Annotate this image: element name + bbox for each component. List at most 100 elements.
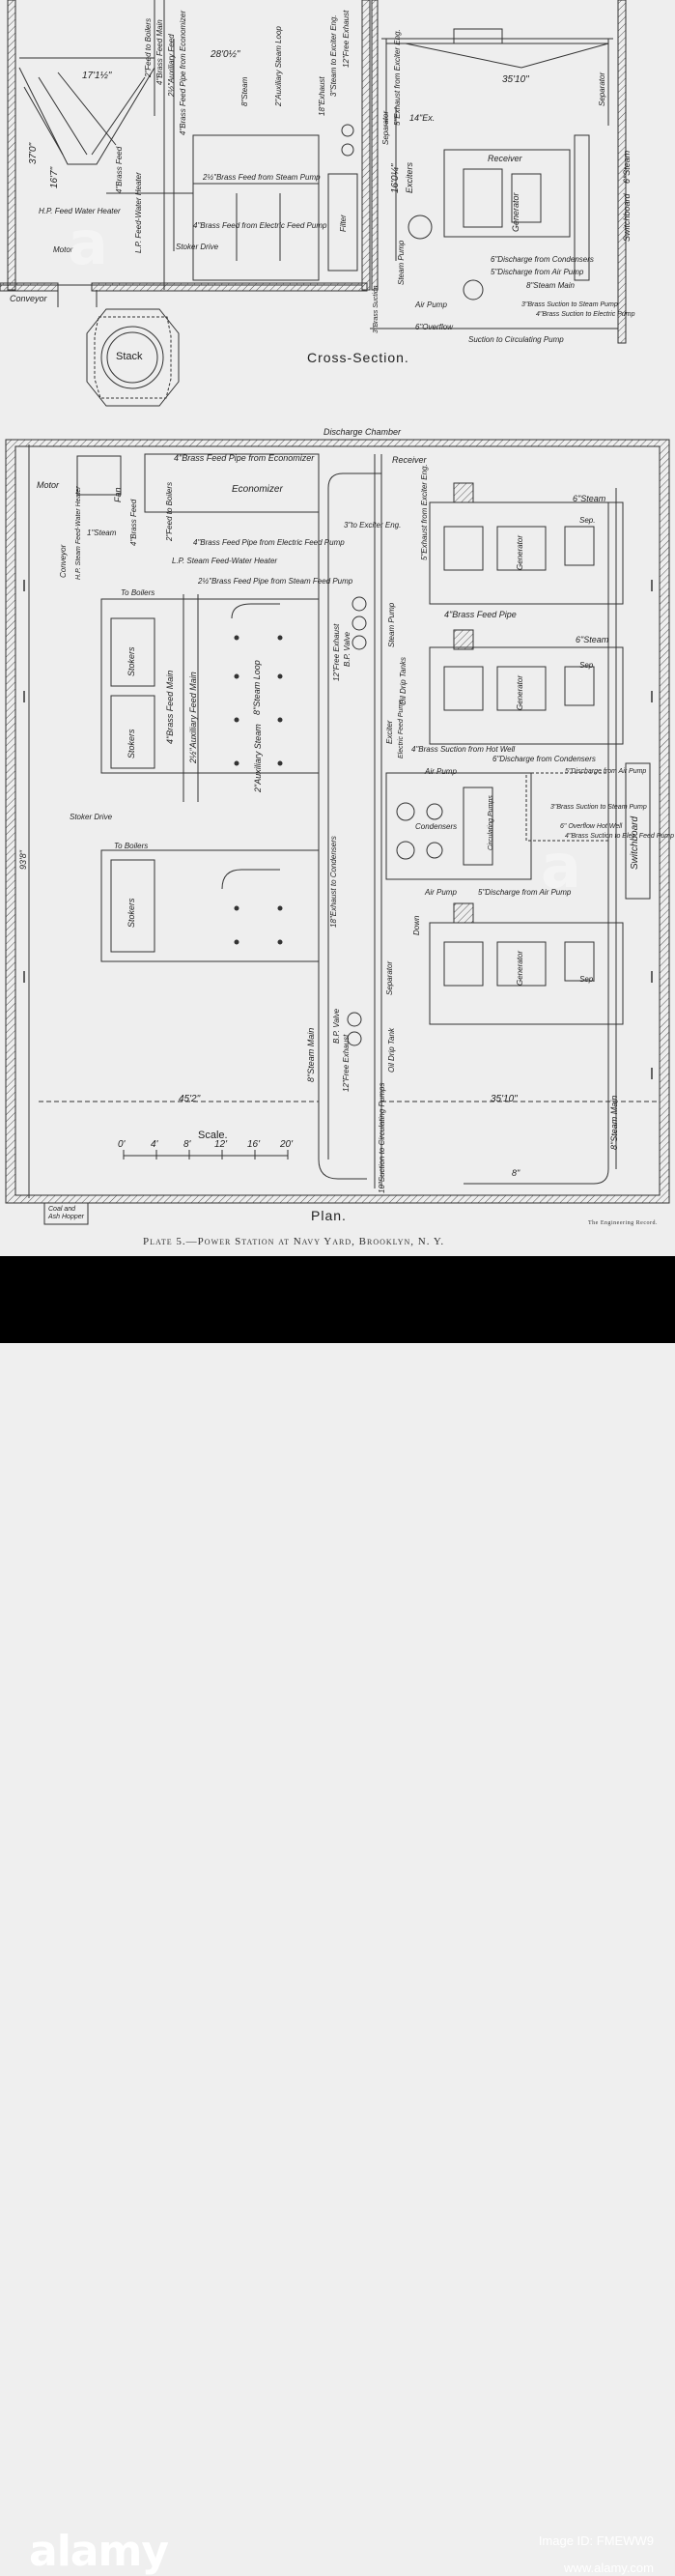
discharge-air-pump-plan-label-2: 5"Discharge from Air Pump — [478, 888, 572, 897]
brass-feed-pipe-label: 4"Brass Feed Pipe — [444, 610, 517, 619]
free-exhaust-label: 12"Free Exhaust — [342, 10, 351, 68]
dim-45-label: 45'2" — [179, 1094, 201, 1104]
exhaust-exciter-cs-label: 5"Exhaust from Exciter Eng. — [393, 29, 402, 126]
filter-label: Filter — [339, 215, 348, 232]
generator-cs-label: Generator — [511, 192, 520, 232]
feed-electric-label: 4"Brass Feed from Electric Feed Pump — [193, 221, 327, 230]
suction-elec-label: 4"Brass Suction to Elec. Feed Pump — [565, 833, 674, 840]
oil-drip-tank-label: Oil Drip Tank — [387, 1028, 396, 1073]
scale-tick-20: 20' — [280, 1139, 294, 1150]
receiver-cs-label: Receiver — [488, 154, 522, 163]
feed-electric-plan-label: 4"Brass Feed Pipe from Electric Feed Pum… — [193, 538, 345, 547]
scale-tick-0: 0' — [118, 1139, 126, 1150]
steam-exciter-label: 3"Steam to Exciter Eng. — [329, 14, 338, 97]
ex-14-label: 14"Ex. — [409, 113, 436, 123]
alamy-logo: alamy — [29, 2527, 169, 2576]
steam-pump-cs-label: Steam Pump — [397, 240, 406, 285]
generator-plan-label-2: Generator — [516, 674, 524, 710]
fan-label: Fan — [113, 487, 123, 502]
scale-tick-4: 4' — [151, 1139, 158, 1150]
conveyor-label: Conveyor — [10, 294, 47, 303]
feed-boilers-label: 2"Feed to Boilers — [144, 17, 153, 77]
cross-section-title: Cross-Section. — [307, 350, 409, 365]
aux-feed-label: 2½"Auxiliary Feed — [167, 34, 176, 97]
brass-feed-main-plan-label: 4"Brass Feed Main — [165, 670, 175, 744]
generator-plan-label-1: Generator — [516, 534, 524, 570]
steam-1-label: 1"Steam — [87, 529, 117, 537]
aux-steam-label: 2"Auxiliary Steam — [253, 724, 263, 792]
suction-circ-cs-label: Suction to Circulating Pump — [468, 335, 564, 344]
steam-8-label: 8"Steam — [240, 76, 249, 106]
steam-main-plan-label: 8"Steam Main — [306, 1027, 316, 1082]
dim-35-plan-label: 35'10" — [491, 1094, 518, 1104]
motor-plan-label: Motor — [37, 480, 60, 490]
aux-feed-plan-label: 2½"Auxiliary Feed Main — [188, 672, 198, 763]
receiver-plan-label: Receiver — [392, 455, 427, 465]
switchboard-cs-label: Switchboard — [622, 193, 632, 242]
lp-heater-label: L.P. Feed-Water Heater — [134, 172, 143, 253]
exhaust-18-label: 18"Exhaust — [318, 76, 326, 116]
linework — [0, 0, 670, 1225]
plan-title: Plan. — [311, 1208, 347, 1223]
free-exhaust-plan-label: 12"Free Exhaust — [332, 623, 341, 681]
feed-steam-pump-label: 2½"Brass Feed from Steam Pump — [203, 173, 321, 182]
conveyor-plan-label: Conveyor — [59, 544, 68, 578]
to-boilers-plan-label-2: To Boilers — [114, 842, 149, 850]
discharge-condensers-cs-label: 6"Discharge from Condensers — [491, 255, 594, 264]
economizer-label: Economizer — [232, 484, 283, 495]
stack-label: Stack — [116, 351, 143, 362]
watermark-logo-2: a — [541, 831, 581, 902]
separator-cs-right-label: Separator — [598, 72, 606, 106]
separator-cs-label: Separator — [381, 110, 390, 145]
scale-tick-16: 16' — [247, 1139, 261, 1150]
scale-tick-12: 12' — [214, 1139, 228, 1150]
discharge-condensers-plan-label: 6"Discharge from Condensers — [492, 755, 596, 763]
stoker-drive-label: Stoker Drive — [176, 243, 219, 251]
steam-main-cs-label: 8"Steam Main — [526, 281, 575, 290]
air-pump-cs-label: Air Pump — [415, 301, 447, 309]
dim-16-7-label: 16'7" — [49, 166, 60, 188]
exhaust-condensers-label: 18"Exhaust to Condensers — [329, 836, 338, 928]
motor-label: Motor — [53, 245, 73, 254]
feed-boilers-plan-label: 2"Feed to Boilers — [165, 481, 174, 541]
discharge-air-pump-plan-label: 5"Discharge from Air Pump — [565, 768, 647, 775]
electric-pump-label: Electric Feed Pump — [398, 699, 405, 758]
overflow-hot-well-label: 6" Overflow Hot Well — [560, 823, 623, 830]
bottom-8-label: 8" — [512, 1168, 520, 1178]
suction-electric-cs-label: 4"Brass Suction to Electric Pump — [536, 311, 635, 318]
brass-feed-plan-label: 4"Brass Feed — [129, 499, 138, 546]
generator-plan-label-3: Generator — [516, 950, 524, 986]
credit-line: The Engineering Record. — [588, 1220, 658, 1226]
hopper-label: Coal and Ash Hopper — [48, 1206, 84, 1220]
bp-valve-plan-label: B.P. Valve — [343, 631, 352, 667]
exciter-label: Exciter — [385, 720, 394, 744]
exhaust-exciter-plan-label: 5"Exhaust from Exciter Eng. — [420, 464, 429, 560]
scale-tick-8: 8' — [183, 1139, 191, 1150]
plate-caption: Plate 5.—Power Station at Navy Yard, Bro… — [143, 1236, 445, 1247]
steam-6-plan-label-1: 6"Steam — [573, 494, 606, 503]
steam-exciter-plan-label: 3"to Exciter Eng. — [344, 521, 402, 530]
dim-93-label: 93'8" — [18, 850, 28, 870]
separator-plan-label: Separator — [385, 960, 394, 995]
scale-label: Scale. — [198, 1130, 228, 1141]
hp-heater-plan-label: H.P. Steam Feed-Water Heater — [75, 486, 82, 580]
stokers-label-2: Stokers — [127, 729, 136, 758]
feed-steam-pump-plan-label: 2½"Brass Feed Pipe from Steam Feed Pump — [198, 577, 353, 586]
brass-feed-label: 4"Brass Feed — [115, 146, 124, 193]
brass-suction-cs-label: 3"Brass Suction — [373, 285, 380, 333]
bp-valve-plan-label-2: B.P. Valve — [332, 1008, 341, 1044]
air-pump-plan-label: Air Pump — [425, 767, 457, 776]
feed-economizer-plan-label: 4"Brass Feed Pipe from Economizer — [174, 453, 315, 463]
hp-heater-label: H.P. Feed Water Heater — [39, 207, 121, 215]
steam-loop-label: 8"Steam Loop — [252, 660, 262, 715]
exciters-label: Exciters — [405, 161, 414, 193]
steam-pump-plan-label: Steam Pump — [387, 602, 396, 647]
condensers-label: Condensers — [415, 822, 458, 831]
switchboard-plan-label: Switchboard — [630, 816, 640, 870]
sep-label-1: Sep. — [579, 516, 596, 525]
suction-hot-well-label: 4"Brass Suction from Hot Well — [411, 745, 516, 754]
feed-economizer-label: 4"Brass Feed Pipe from Economizer — [179, 10, 187, 135]
dim-28-label: 28'0½" — [211, 49, 240, 60]
dim-35-label: 35'10" — [502, 74, 529, 85]
suction-steam-pump-cs-label: 3"Brass Suction to Steam Pump — [521, 301, 618, 308]
